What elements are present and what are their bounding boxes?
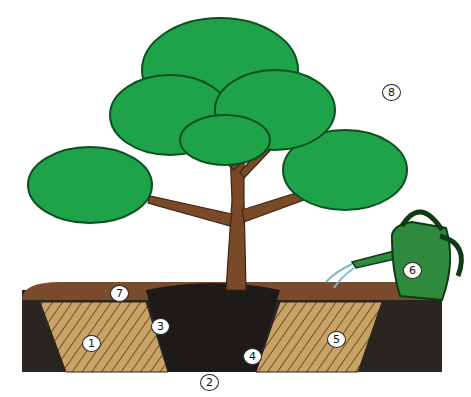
root-ball	[146, 283, 280, 372]
callout-number: 1	[82, 335, 101, 352]
callout-number: 4	[243, 348, 262, 365]
watering-can	[326, 212, 461, 300]
callout-number: 3	[151, 318, 170, 335]
callout-number: 6	[403, 262, 422, 279]
backfill-left	[40, 302, 168, 372]
callout-number: 8	[382, 84, 401, 101]
callout-number: 2	[200, 374, 219, 391]
canopy	[28, 18, 407, 223]
callout-number: 5	[327, 331, 346, 348]
backfill-right	[256, 302, 382, 372]
callout-number: 7	[110, 285, 129, 302]
